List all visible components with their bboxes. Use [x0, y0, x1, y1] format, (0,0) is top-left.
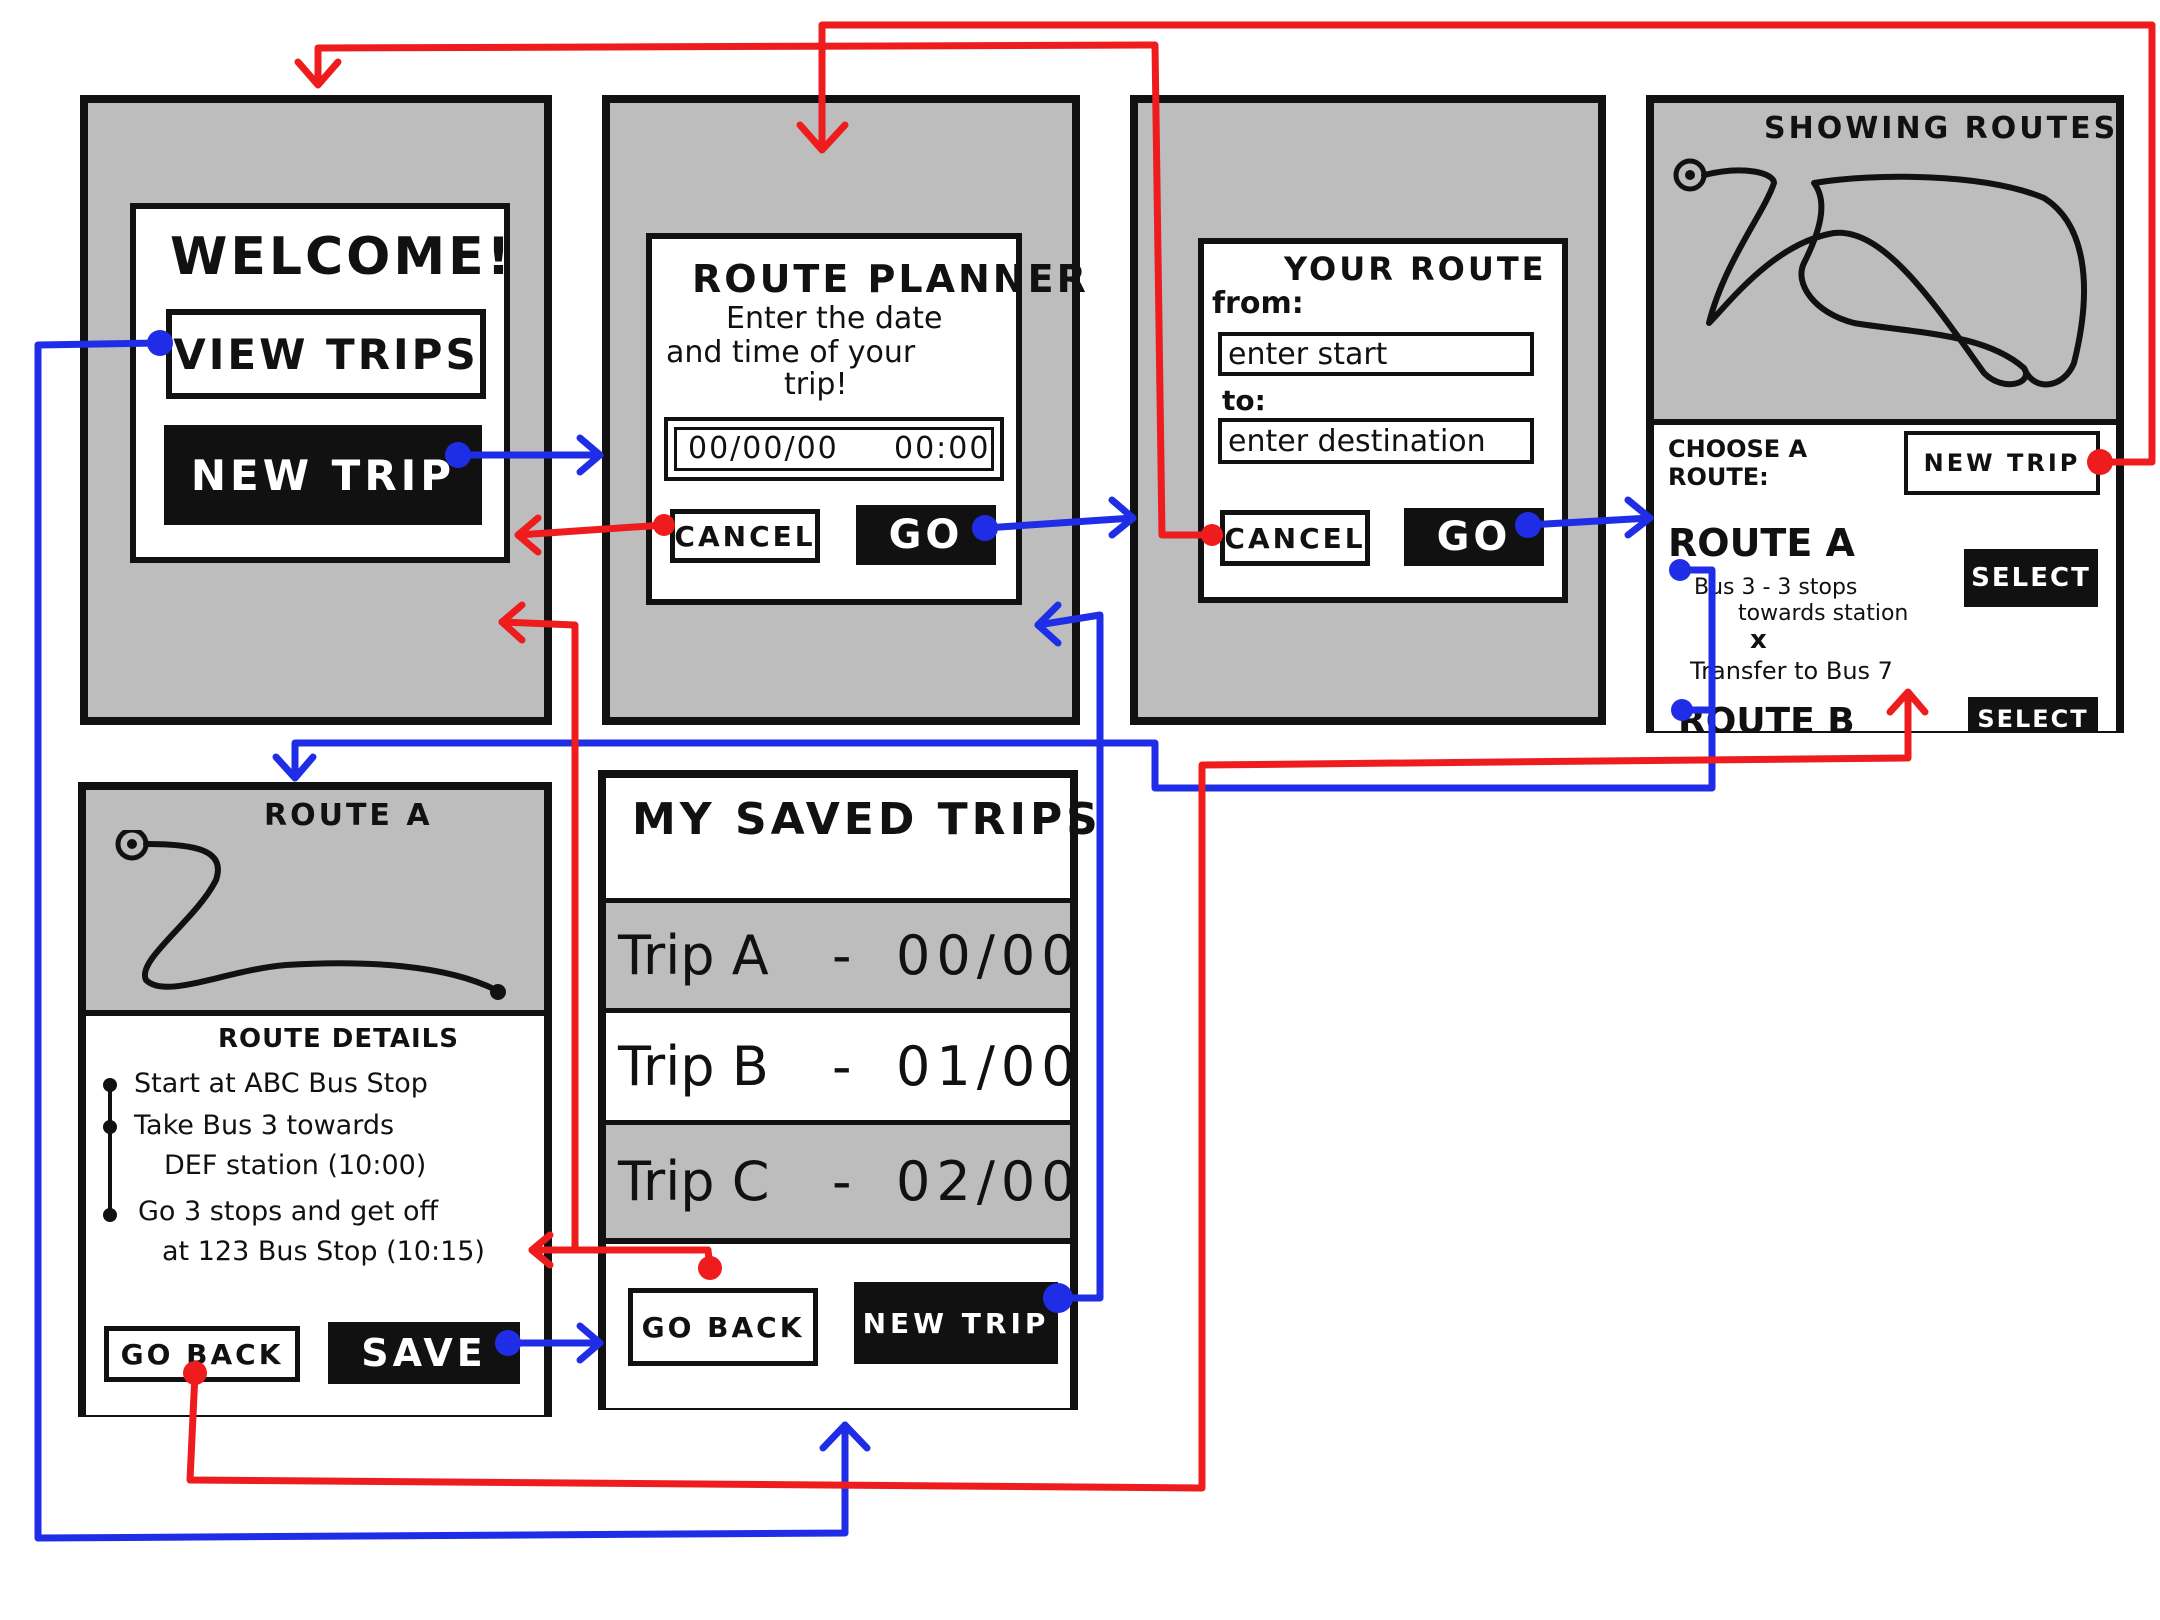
- trip-c-date: 02/00: [896, 1150, 1082, 1213]
- your-route-cancel-button[interactable]: CANCEL: [1220, 510, 1370, 566]
- screen-route-planner: ROUTE PLANNER Enter the date and time of…: [602, 95, 1086, 725]
- select-route-a-button[interactable]: SELECT: [1964, 549, 2098, 607]
- saved-new-trip-button[interactable]: NEW TRIP: [854, 1282, 1058, 1364]
- showing-new-trip-button[interactable]: NEW TRIP: [1904, 431, 2100, 495]
- step-2-text-line-1: Take Bus 3 towards: [134, 1110, 395, 1141]
- planner-subtitle-line-1: Enter the date: [726, 301, 943, 336]
- routes-list-panel: CHOOSE A ROUTE: NEW TRIP ROUTE A Bus 3 -…: [1654, 419, 2116, 731]
- route-a-detail-line-1: Bus 3 - 3 stops: [1694, 575, 1858, 600]
- your-route-go-button[interactable]: GO: [1404, 508, 1544, 566]
- planner-subtitle-line-2: and time of your: [666, 335, 916, 370]
- step-3-text-line-1: Go 3 stops and get off: [138, 1196, 439, 1227]
- route-a-detail-line-4: Transfer to Bus 7: [1690, 657, 1893, 685]
- welcome-title: WELCOME!: [170, 227, 514, 287]
- route-detail-go-back-button[interactable]: GO BACK: [104, 1326, 300, 1382]
- step-1-text: Start at ABC Bus Stop: [134, 1068, 428, 1099]
- select-route-b-button[interactable]: SELECT: [1968, 697, 2098, 731]
- trip-row-b[interactable]: Trip B - 01/00: [606, 1008, 1076, 1120]
- route-detail-save-button[interactable]: SAVE: [328, 1322, 520, 1384]
- screen-route-detail: ROUTE A ROUTE DETAILS Start at ABC Bus S…: [78, 782, 552, 1417]
- planner-subtitle-line-3: trip!: [784, 367, 848, 402]
- screen-welcome: WELCOME! VIEW TRIPS NEW TRIP: [80, 95, 552, 725]
- route-a-detail-line-3: x: [1750, 625, 1767, 655]
- destination-input[interactable]: enter destination: [1218, 418, 1534, 464]
- planner-cancel-button[interactable]: CANCEL: [670, 509, 820, 563]
- route-details-heading: ROUTE DETAILS: [218, 1024, 459, 1054]
- step-2-bullet: [103, 1120, 117, 1134]
- route-a-label: ROUTE A: [1668, 521, 1855, 565]
- trip-row-a[interactable]: Trip A - 00/00: [606, 898, 1076, 1008]
- new-trip-button[interactable]: NEW TRIP: [164, 425, 482, 525]
- trip-c-separator: -: [832, 1150, 852, 1213]
- step-3-bullet: [103, 1208, 117, 1222]
- planner-go-button[interactable]: GO: [856, 505, 996, 565]
- date-value: 00/00/00: [688, 431, 839, 466]
- route-a-detail-line-2: towards station: [1738, 601, 1909, 626]
- steps-timeline: [108, 1084, 112, 1214]
- time-value: 00:00: [894, 431, 991, 466]
- your-route-title: YOUR ROUTE: [1284, 250, 1547, 288]
- your-route-card: YOUR ROUTE from: enter start to: enter d…: [1198, 238, 1568, 603]
- step-3-text-line-2: at 123 Bus Stop (10:15): [162, 1236, 485, 1267]
- routes-map: [1673, 158, 2087, 388]
- from-label: from:: [1212, 286, 1304, 321]
- step-1-bullet: [103, 1078, 117, 1092]
- trip-row-c[interactable]: Trip C - 02/00: [606, 1120, 1076, 1238]
- showing-routes-title: SHOWING ROUTES: [1764, 111, 2119, 146]
- saved-go-back-button[interactable]: GO BACK: [628, 1288, 818, 1366]
- screen-showing-routes: SHOWING ROUTES CHOOSE A ROUTE: NEW TRIP …: [1646, 95, 2124, 733]
- trip-c-name: Trip C: [618, 1150, 770, 1213]
- screen-saved-trips: MY SAVED TRIPS Trip A - 00/00 Trip B - 0…: [598, 770, 1098, 1410]
- trip-a-date: 00/00: [896, 924, 1082, 987]
- route-details-panel: ROUTE DETAILS Start at ABC Bus Stop Take…: [86, 1010, 544, 1415]
- planner-title: ROUTE PLANNER: [692, 257, 1089, 301]
- trip-a-separator: -: [832, 924, 852, 987]
- start-input[interactable]: enter start: [1218, 332, 1534, 376]
- route-detail-map: [115, 830, 506, 1000]
- welcome-card: WELCOME! VIEW TRIPS NEW TRIP: [130, 203, 510, 563]
- route-detail-title: ROUTE A: [264, 798, 433, 833]
- saved-trips-footer: GO BACK NEW TRIP: [606, 1238, 1070, 1408]
- choose-route-label-line-1: CHOOSE A: [1668, 435, 1808, 463]
- view-trips-button[interactable]: VIEW TRIPS: [166, 309, 486, 399]
- choose-route-label-line-2: ROUTE:: [1668, 463, 1769, 491]
- route-b-label: ROUTE B: [1678, 701, 1855, 731]
- trip-b-date: 01/00: [896, 1035, 1082, 1098]
- trip-b-name: Trip B: [618, 1035, 769, 1098]
- saved-trips-title: MY SAVED TRIPS: [632, 794, 1102, 845]
- planner-card: ROUTE PLANNER Enter the date and time of…: [646, 233, 1086, 605]
- trip-a-name: Trip A: [618, 924, 769, 987]
- to-label: to:: [1222, 384, 1266, 417]
- trip-b-separator: -: [832, 1035, 852, 1098]
- date-time-input[interactable]: 00/00/00 00:00: [664, 417, 1004, 481]
- screen-your-route: YOUR ROUTE from: enter start to: enter d…: [1130, 95, 1606, 725]
- step-2-text-line-2: DEF station (10:00): [164, 1150, 427, 1181]
